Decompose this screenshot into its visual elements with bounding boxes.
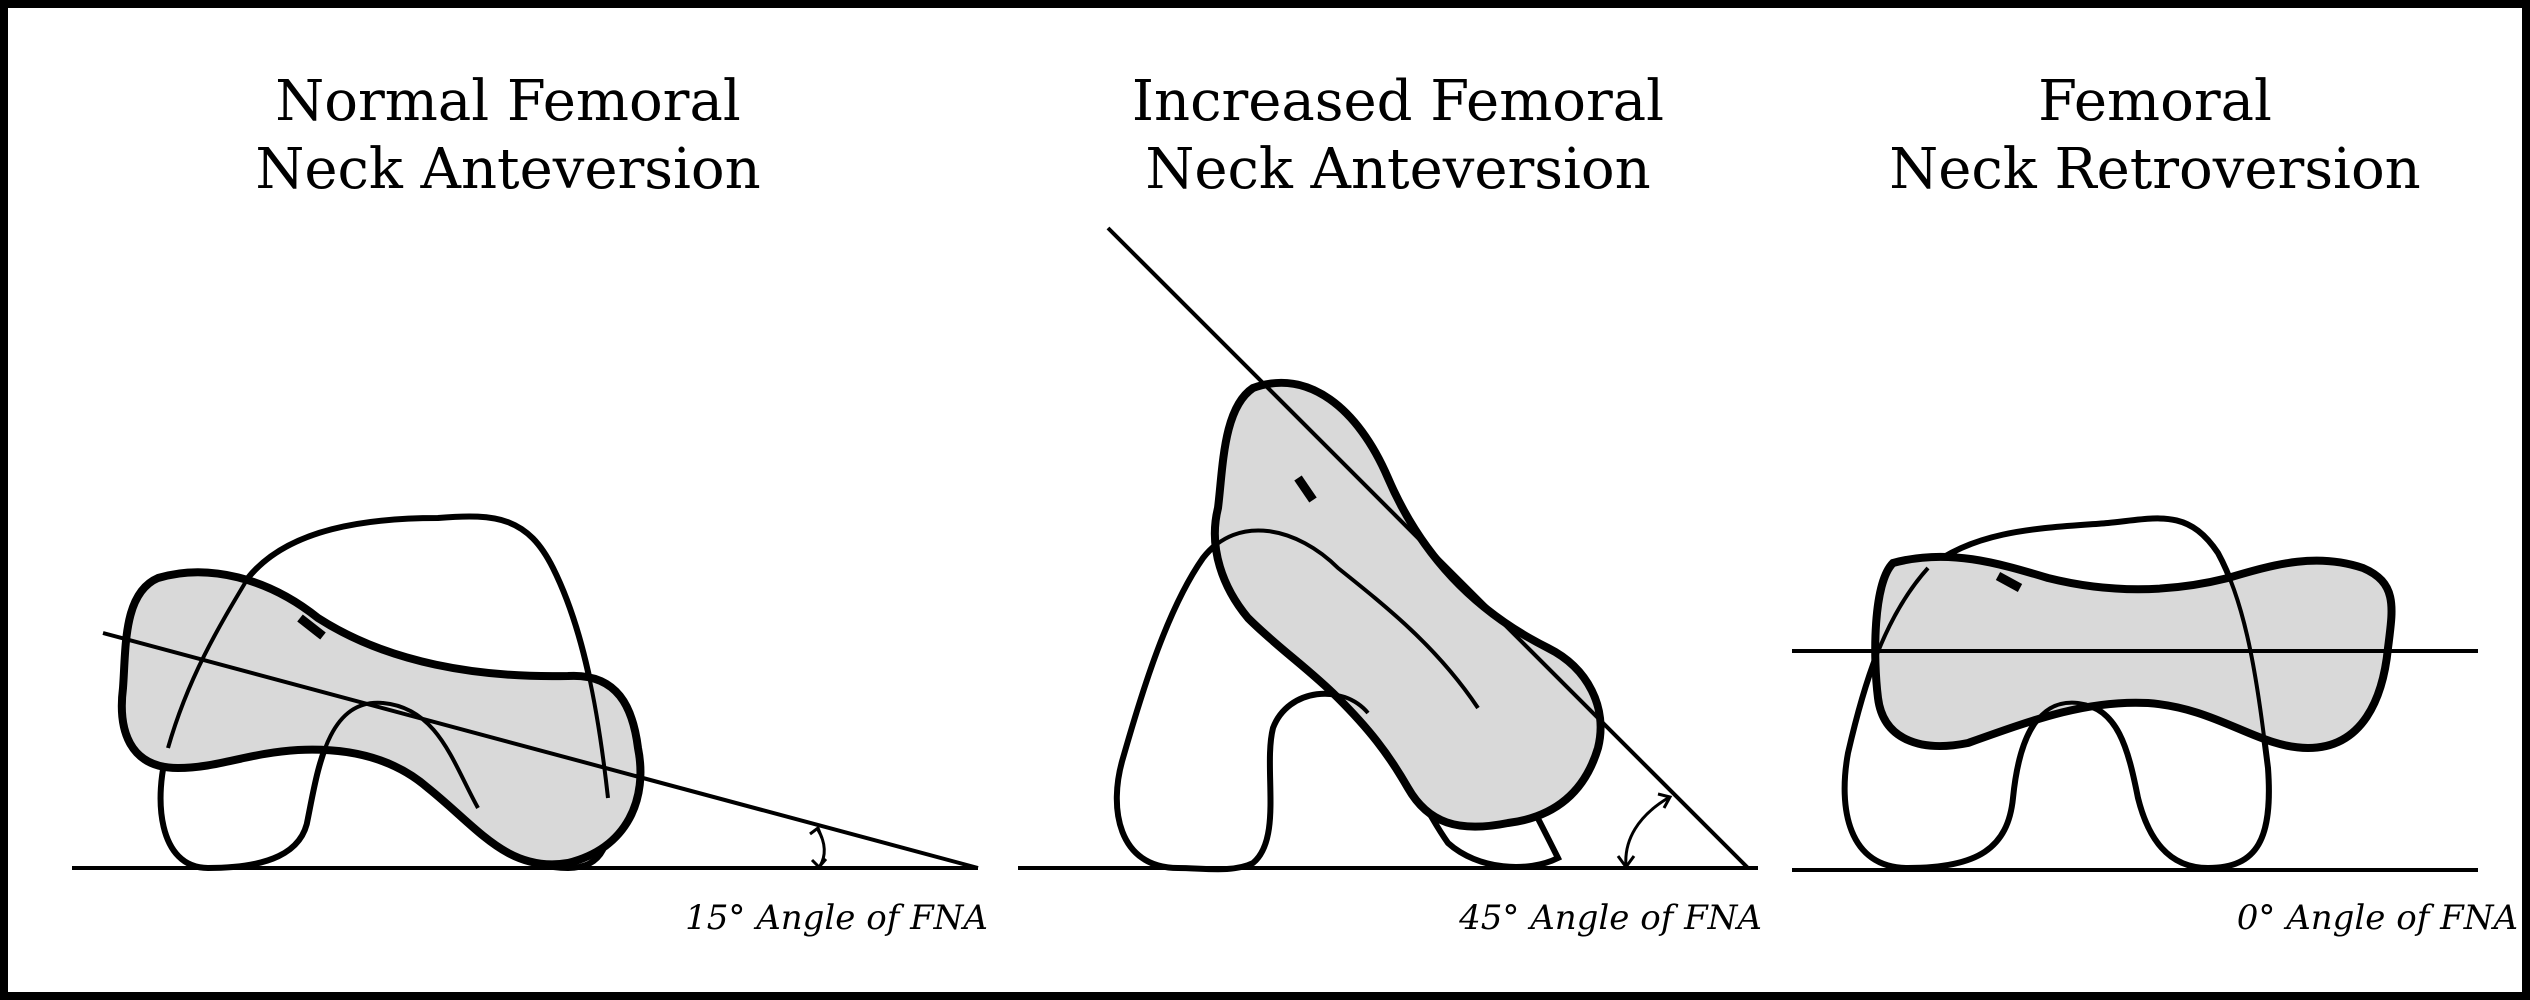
panel-increased-anteversion: Increased Femoral Neck Anteversion 45° A… — [1008, 8, 1788, 992]
angle-caption: 45° Angle of FNA — [1459, 898, 1762, 938]
figure-frame: Normal Femoral Neck Anteversion 15° Angl… — [8, 8, 2522, 992]
femoral-neck-shape — [117, 568, 645, 869]
panel-title: Normal Femoral Neck Anteversion — [8, 68, 1008, 204]
angle-arrow-top — [809, 825, 824, 839]
title-line-2: Neck Anteversion — [255, 137, 761, 202]
trochanter-mark — [297, 614, 326, 640]
angle-caption: 0° Angle of FNA — [2236, 898, 2518, 938]
femoral-neck-axis-line — [1106, 226, 1750, 870]
condyle-overlap-line — [1201, 528, 1480, 729]
panel-title: Femoral Neck Retroversion — [1788, 68, 2522, 204]
angle-arc — [1624, 796, 1669, 867]
retroversion-illustration — [1792, 515, 2478, 872]
title-line-1: Femoral — [2038, 69, 2272, 134]
angle-arrow-bottom — [810, 858, 828, 870]
panel-retroversion: Femoral Neck Retroversion 0° Angle of FN… — [1788, 8, 2522, 992]
panel-title: Increased Femoral Neck Anteversion — [1008, 68, 1788, 204]
trochanter-mark — [1294, 475, 1317, 503]
title-line-1: Normal Femoral — [275, 69, 741, 134]
increased-anteversion-illustration — [1018, 226, 1758, 873]
title-line-1: Increased Femoral — [1131, 69, 1665, 134]
femoral-neck-axis-line — [102, 631, 979, 870]
panel-normal-anteversion: Normal Femoral Neck Anteversion 15° Angl… — [8, 8, 1008, 992]
angle-caption: 15° Angle of FNA — [685, 898, 988, 938]
title-line-2: Neck Anteversion — [1145, 137, 1651, 202]
angle-arrow-bottom — [1616, 855, 1636, 870]
condyle-overlap-line — [166, 567, 610, 819]
title-line-2: Neck Retroversion — [1889, 137, 2421, 202]
angle-arrow-top — [1657, 792, 1673, 809]
normal-anteversion-illustration — [72, 513, 979, 872]
trochanter-mark — [1995, 572, 2023, 592]
